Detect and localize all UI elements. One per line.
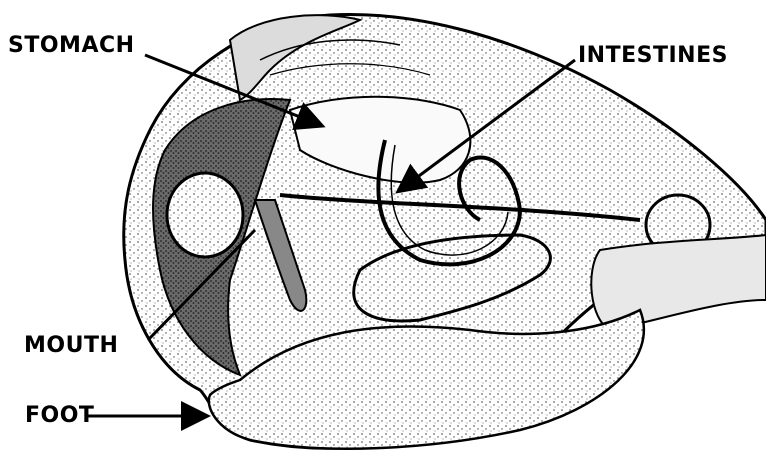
intestines-label: INTESTINES [578,45,728,67]
mouth-label: MOUTH [24,335,118,357]
anterior-adductor-muscle [167,173,243,257]
siphon [591,235,766,330]
foot-label: FOOT [25,405,94,427]
stomach-label: STOMACH [8,35,135,57]
